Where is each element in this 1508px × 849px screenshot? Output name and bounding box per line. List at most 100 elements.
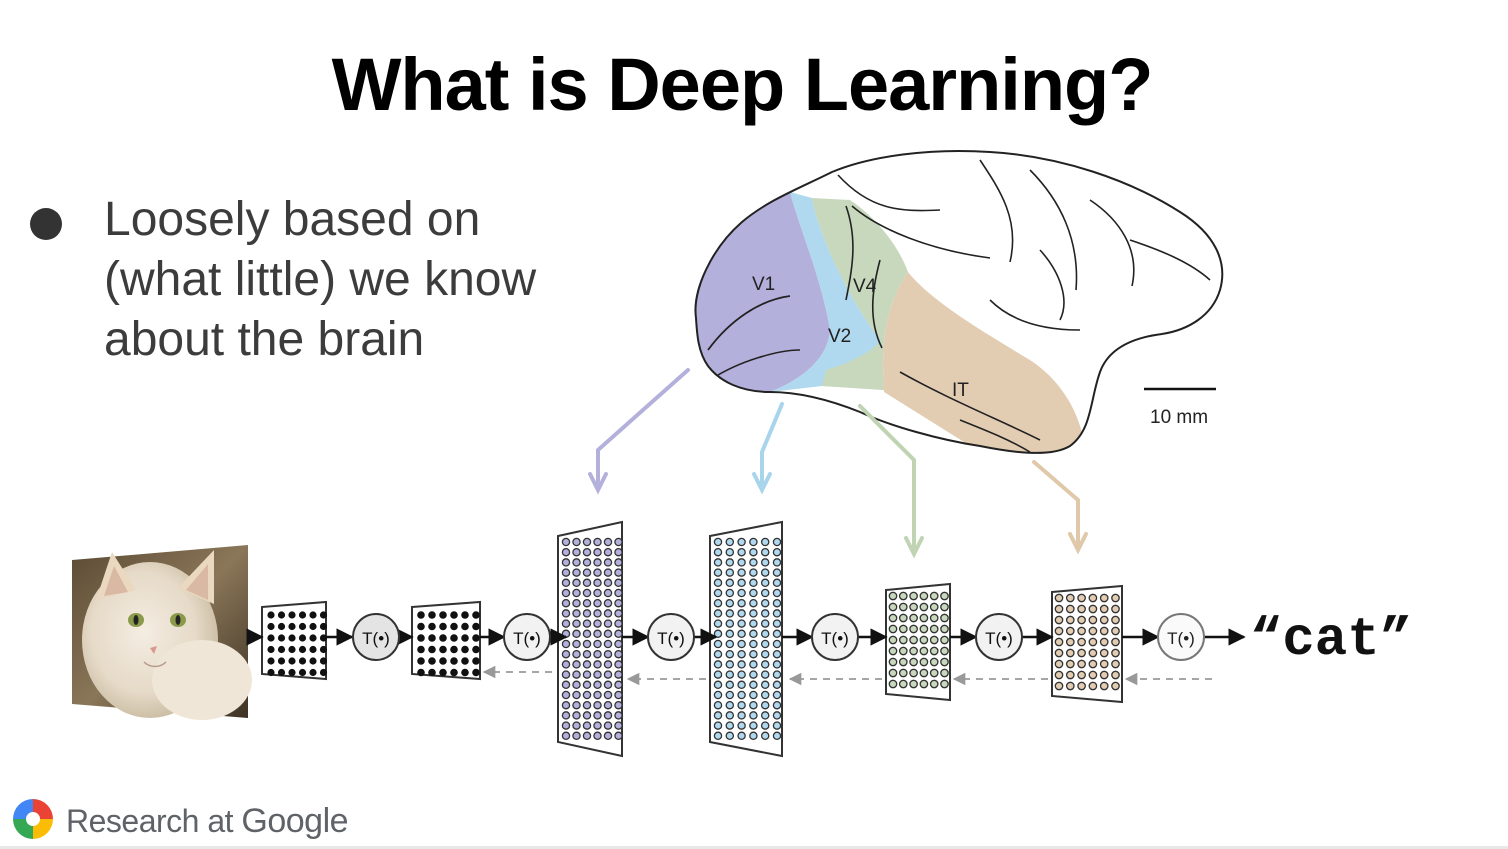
neuron-unit	[582, 547, 592, 557]
neuron-unit	[1088, 593, 1098, 603]
neuron-unit	[1111, 593, 1120, 603]
neuron-unit	[888, 602, 898, 612]
neuron-unit	[614, 629, 623, 639]
neuron-unit	[772, 588, 782, 598]
neuron-unit	[277, 657, 286, 665]
neuron-unit	[929, 646, 939, 656]
neuron-unit	[472, 634, 480, 642]
neuron-unit	[737, 547, 746, 557]
bullet-text: Loosely based on (what little) we know a…	[104, 190, 624, 370]
neuron-unit	[582, 619, 592, 628]
neuron-unit	[713, 598, 723, 608]
neuron-unit	[713, 537, 723, 547]
neuron-unit	[737, 558, 746, 567]
neuron-unit	[428, 622, 436, 631]
neuron-unit	[760, 700, 770, 710]
neuron-unit	[614, 649, 623, 659]
neuron-unit	[593, 629, 602, 639]
neuron-unit	[898, 657, 908, 667]
neuron-unit	[614, 558, 623, 567]
neuron-unit	[898, 646, 908, 656]
neuron-unit	[888, 591, 898, 601]
region-v1	[695, 192, 830, 400]
neuron-unit	[572, 609, 581, 618]
neuron-unit	[561, 711, 571, 720]
neuron-unit	[898, 624, 908, 634]
neuron-unit	[898, 602, 908, 612]
neuron-unit	[749, 731, 758, 741]
neuron-unit	[929, 591, 939, 601]
neuron-unit	[737, 537, 746, 547]
neuron-unit	[319, 611, 328, 619]
layer-pixel-2	[411, 600, 481, 681]
neuron-unit	[572, 670, 581, 679]
neuron-unit	[561, 680, 571, 690]
neuron-unit	[749, 629, 758, 639]
neuron-unit	[737, 598, 746, 608]
neuron-unit	[749, 649, 758, 659]
neuron-unit	[737, 609, 746, 618]
neuron-unit	[288, 611, 296, 619]
neuron-unit	[417, 657, 425, 665]
layer-v4	[885, 582, 951, 702]
neuron-unit	[614, 609, 623, 618]
neuron-unit	[909, 646, 918, 656]
neuron-unit	[737, 721, 746, 730]
neuron-unit	[1054, 681, 1064, 691]
neuron-unit	[725, 670, 735, 679]
neuron-unit	[561, 700, 571, 710]
neuron-unit	[450, 668, 458, 677]
neuron-unit	[593, 660, 602, 669]
neuron-unit	[1111, 648, 1120, 658]
neuron-unit	[737, 690, 746, 700]
neuron-unit	[725, 578, 735, 588]
neuron-unit	[593, 598, 602, 608]
region-label-v1: V1	[752, 274, 775, 295]
transform-label: T(•)	[657, 629, 685, 648]
neuron-unit	[772, 547, 782, 557]
neuron-unit	[725, 700, 735, 710]
neuron-unit	[319, 634, 328, 642]
neuron-unit	[725, 588, 735, 598]
neuron-unit	[309, 645, 317, 654]
bullet-marker	[30, 208, 62, 240]
neuron-unit	[572, 660, 581, 669]
neuron-unit	[737, 711, 746, 720]
neuron-unit	[582, 680, 592, 690]
neuron-unit	[919, 602, 929, 612]
neuron-unit	[319, 657, 328, 665]
neuron-unit	[593, 588, 602, 598]
neuron-unit	[772, 568, 782, 577]
neuron-unit	[572, 598, 581, 608]
neuron-unit	[572, 568, 581, 577]
neuron-unit	[1099, 604, 1109, 614]
neuron-unit	[1088, 659, 1098, 669]
neuron-unit	[898, 591, 908, 601]
neuron-unit	[288, 645, 296, 654]
neuron-unit	[582, 598, 592, 608]
neuron-unit	[267, 668, 275, 677]
transform-node-5: T(•)	[975, 613, 1023, 661]
neuron-unit	[713, 700, 723, 710]
neuron-unit	[1111, 659, 1120, 669]
neuron-unit	[593, 680, 602, 690]
neuron-unit	[1054, 659, 1064, 669]
neuron-unit	[561, 537, 571, 547]
neuron-unit	[760, 629, 770, 639]
neuron-unit	[737, 660, 746, 669]
neuron-unit	[1099, 615, 1109, 625]
neuron-unit	[582, 731, 592, 741]
region-v4	[812, 198, 908, 390]
neuron-unit	[749, 609, 758, 618]
neuron-unit	[713, 731, 723, 741]
neuron-unit	[888, 668, 898, 678]
neuron-unit	[267, 622, 275, 631]
neuron-unit	[582, 537, 592, 547]
neuron-unit	[417, 645, 425, 654]
brain-diagram: V1 V4 V2 IT 10 mm	[694, 149, 1224, 454]
neuron-unit	[593, 609, 602, 618]
neuron-unit	[277, 645, 286, 654]
neuron-unit	[614, 721, 623, 730]
neuron-unit	[439, 645, 447, 654]
